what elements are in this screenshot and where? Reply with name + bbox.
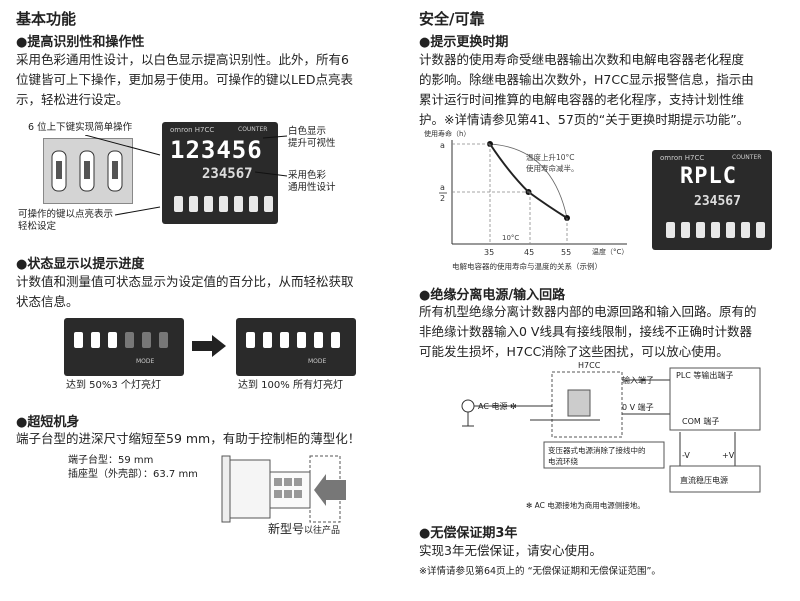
diag-com-label: COM 端子 — [682, 416, 719, 426]
h7cc-device-image: omron H7CC COUNTER 123456 234567 — [162, 122, 278, 224]
paragraph-visibility: 采用色彩通用性设计，以白色显示提高识别性。此外，所有6 位键皆可上下操作，更加易… — [16, 52, 353, 107]
paragraph-status: 计数值和测量值可状态显示为设定值的百分比，从而轻松获取 状态信息。 — [16, 274, 354, 309]
paragraph-isolation: 所有机型绝缘分离计数器内部的电源回路和输入回路。原有的 非绝缘计数器输入0 V线… — [419, 304, 757, 359]
diag-loop-1: 变压器式电源消除了接线中的 — [548, 445, 646, 455]
chart-ylabel: 使用寿命（h） — [424, 129, 470, 138]
caption-100: 达到 100% 所有灯亮灯 — [238, 380, 343, 391]
side-view-illustration — [221, 455, 346, 523]
chart-caption: 电解电容器的使用寿命与温度的关系（示例） — [452, 261, 602, 271]
note-warranty: ※详情请参见第64页上的 “无偿保证期和无偿保证范围”。 — [419, 566, 661, 577]
tick-55: 55 — [561, 248, 571, 257]
tick-35: 35 — [484, 248, 494, 257]
diag-ac-source-icon — [461, 399, 475, 413]
subtitle-warranty: ●无偿保证期3年 — [419, 526, 518, 541]
device-keys-50-image: MODE — [64, 318, 184, 376]
diag-plc-box — [669, 367, 761, 431]
keys-closeup-image — [43, 138, 133, 204]
chart-label-half: 2 — [440, 194, 445, 203]
paragraph-short-body: 端子台型的进深尺寸缩短至59 mm，有助于控制柜的薄型化！ — [16, 431, 361, 446]
callout-lines-right — [255, 135, 288, 177]
diag-dc-label: 直流稳压电源 — [680, 475, 728, 485]
callout-led-keys: 可操作的键以点亮表示 轻松设定 — [18, 209, 114, 232]
arrow-right-icon — [192, 335, 226, 357]
callout-6-keys: 6 位上下键实现简单操作 — [28, 122, 133, 133]
paragraph-replacement: 计数器的使用寿命受继电器输出次数和电解电容器老化程度 的影响。除继电器输出次数外… — [419, 52, 754, 127]
device-sub-display: 234567 — [202, 166, 253, 182]
callout-white-display: 白色显示 提升可视性 — [288, 126, 336, 149]
device-keys-100-image: MODE — [236, 318, 356, 376]
alarm-main-display: RPLC — [680, 164, 737, 189]
caption-50: 达到 50%3 个灯亮灯 — [66, 380, 161, 391]
diag-footnote: ✻ AC 电源接地为商用电源侧接地。 — [526, 500, 645, 510]
alarm-key-row — [666, 222, 765, 238]
diag-h7cc-label: H7CC — [578, 361, 601, 370]
callout-color-design: 采用色彩 通用性设计 — [288, 170, 336, 193]
diag-plc-label: PLC 等输出端子 — [676, 370, 733, 380]
subtitle-short-body: ●超短机身 — [16, 415, 80, 430]
diag-dc-box — [669, 465, 761, 493]
diag-minus: -V — [682, 451, 690, 460]
finger-keys-illustration — [51, 150, 123, 192]
device-key-row — [174, 196, 273, 212]
chart-arc — [489, 143, 568, 219]
chart-label-a2: a — [440, 183, 445, 192]
subtitle-status: ●状态显示以提示进度 — [16, 257, 145, 272]
diag-h7cc-box — [551, 371, 623, 438]
section-title-safety: 安全/可靠 — [419, 10, 485, 28]
callout-lines — [85, 135, 161, 216]
label-new-model: 新型号以往产品 — [268, 522, 341, 536]
subtitle-isolation: ●绝缘分离电源/输入回路 — [419, 288, 566, 303]
diag-plus: +V — [722, 451, 735, 460]
chart-note-2: 使用寿命减半。 — [526, 163, 579, 173]
subtitle-visibility: ●提高识别性和操作性 — [16, 35, 145, 50]
diag-zero-v: 0 V 端子 — [622, 402, 654, 412]
alarm-sub-display: 234567 — [694, 194, 741, 209]
chart-delta: 10°C — [502, 234, 519, 242]
section-title-basic: 基本功能 — [16, 10, 77, 28]
h7cc-alarm-device-image: omron H7CC COUNTER RPLC 234567 — [652, 150, 772, 250]
device-main-display: 123456 — [170, 136, 263, 164]
isolation-circuit-diagram: H7CC 输入端子 0 V 端子 AC 电源 ✻ PLC 等输出端子 COM 端… — [461, 361, 761, 510]
paragraph-warranty: 实现3年无偿保证，请安心使用。 — [419, 543, 602, 558]
diag-loop-box — [543, 441, 665, 469]
diag-loop-2: 电流环绕 — [548, 456, 578, 466]
chart-note-1: 温度上升10°C — [526, 152, 575, 162]
chart-label-a: a — [440, 141, 445, 150]
subtitle-replacement: ●提示更换时期 — [419, 35, 509, 50]
dimension-terminal: 端子台型：59 mm — [68, 455, 154, 466]
dimension-socket: 插座型（外壳部）：63.7 mm — [68, 469, 198, 480]
capacitor-life-chart: 使用寿命（h） a a 2 温度上升10°C 使用寿命减半。 10°C 35 4… — [424, 129, 628, 271]
chart-xlabel: 温度（°C） — [592, 247, 628, 256]
tick-45: 45 — [524, 248, 534, 257]
diag-transformer — [567, 389, 591, 417]
